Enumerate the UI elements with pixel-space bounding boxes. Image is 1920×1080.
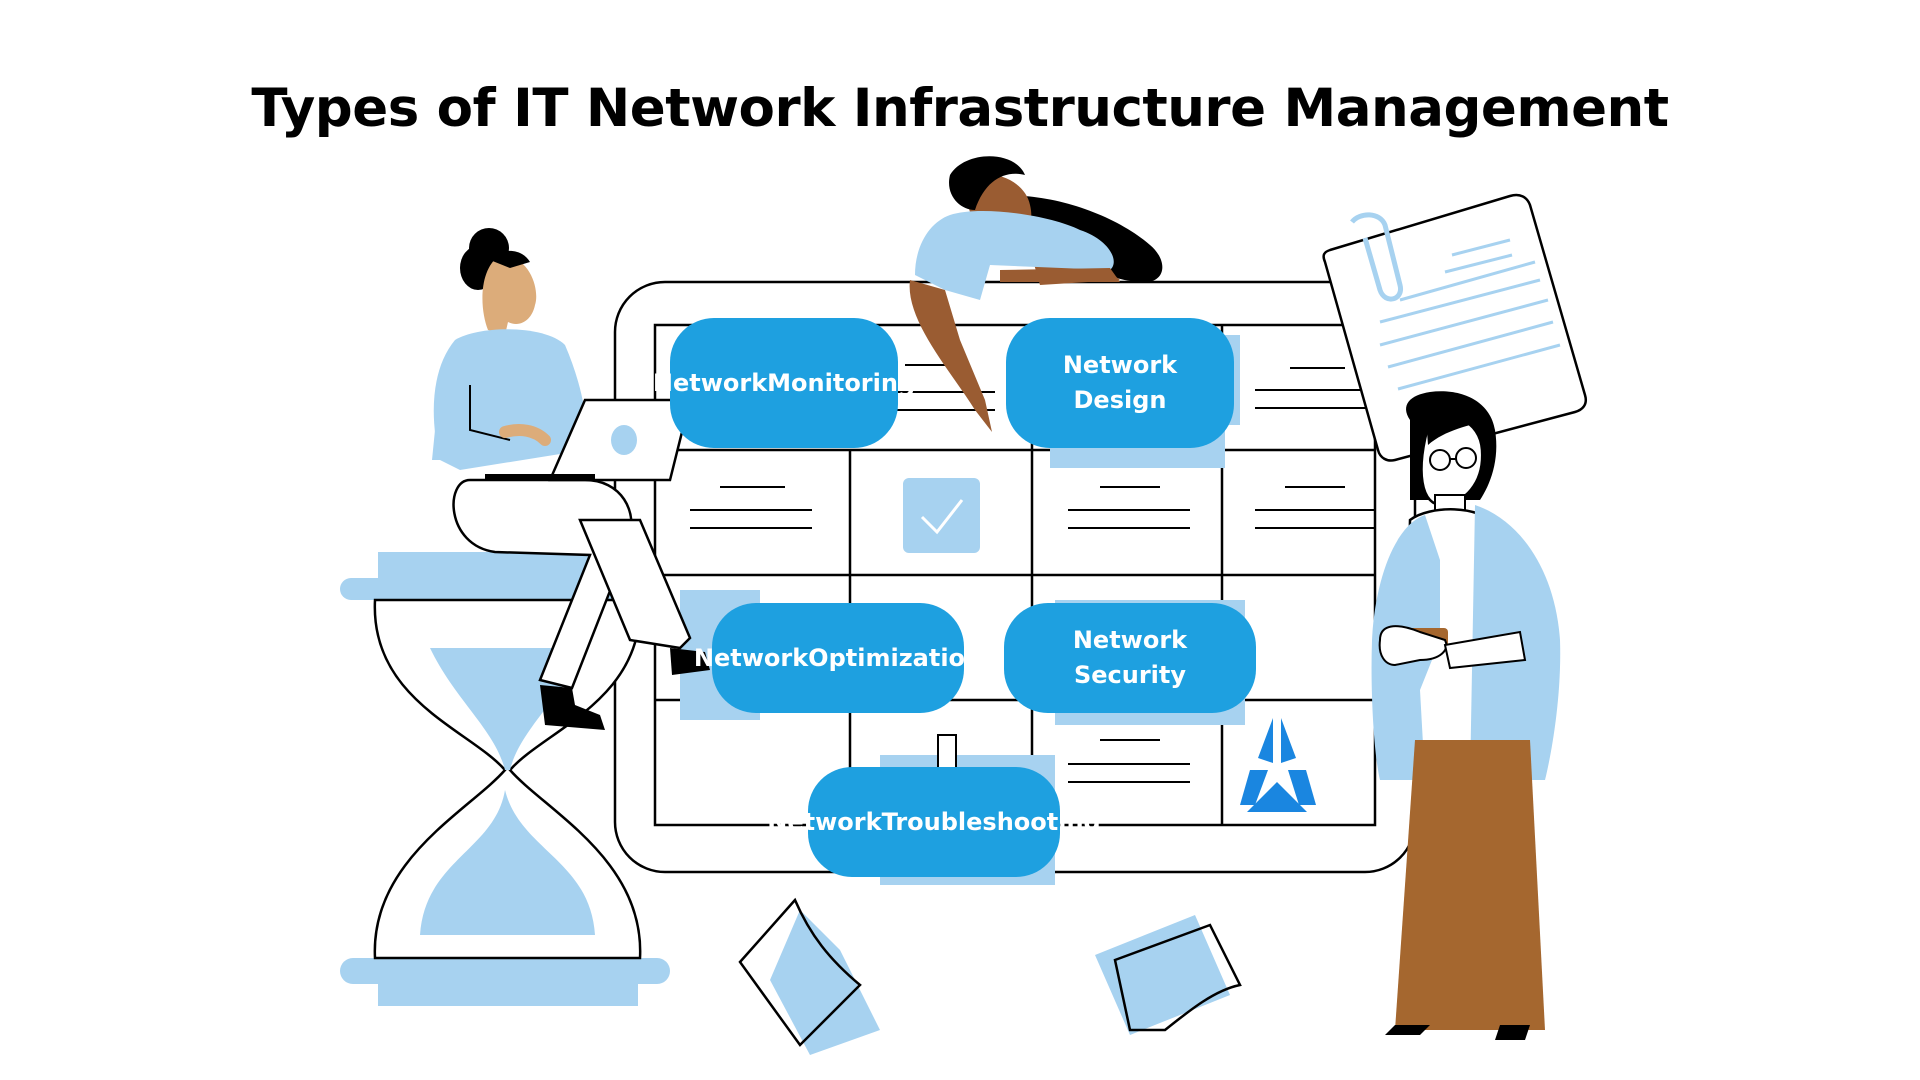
checkbox-icon (903, 478, 980, 553)
node-label: Network (767, 807, 882, 836)
brand-logo-icon (1240, 718, 1316, 812)
page-title: Types of IT Network Infrastructure Manag… (251, 78, 1669, 139)
node-label: Troubleshooting (881, 807, 1101, 836)
loose-papers (738, 897, 1242, 1055)
node-label: Network Security (1072, 626, 1188, 689)
document-with-paperclip (1322, 193, 1587, 462)
node-label: Network Design (1062, 351, 1178, 414)
person-with-glasses (1371, 391, 1561, 1040)
node-label: Network (693, 643, 809, 672)
node-label: Network (652, 368, 768, 397)
node-label: Monitoring (767, 368, 916, 397)
person-with-laptop (432, 228, 710, 730)
person-leaning (909, 156, 1163, 432)
node-network-design: Network Design (1006, 318, 1234, 448)
node-network-security: Network Security (1004, 603, 1256, 713)
hourglass (340, 552, 670, 1006)
node-label: Optimization (808, 643, 983, 672)
